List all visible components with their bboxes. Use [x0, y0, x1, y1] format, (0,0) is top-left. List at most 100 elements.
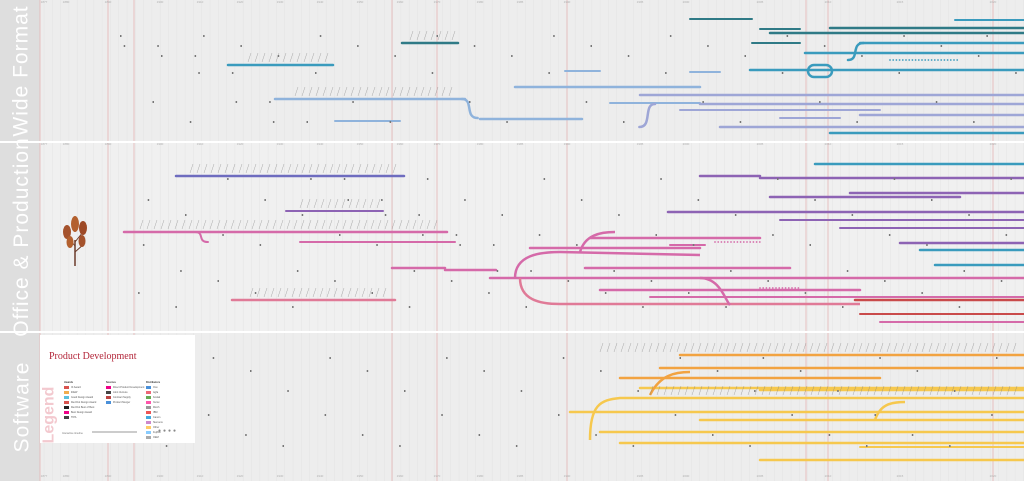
event-label-stroke — [329, 86, 334, 97]
event-label-stroke — [317, 52, 322, 63]
event-label-stroke — [970, 342, 975, 353]
event-marker — [642, 306, 644, 308]
legend-item-label: Kodak — [153, 396, 161, 399]
axis-tick-label: 1950 — [357, 142, 364, 146]
legend-item: Other — [146, 426, 163, 429]
event-marker — [212, 357, 215, 359]
band-wide-format: Wide Format — [0, 0, 1024, 142]
axis-tick-label: 1910 — [197, 474, 204, 478]
event-label-stroke — [340, 287, 345, 298]
axis-tick-label: 1985 — [517, 0, 524, 4]
event-label-stroke — [230, 219, 235, 230]
event-label-stroke — [343, 86, 348, 97]
event-label-stroke — [258, 219, 263, 230]
event-label-stroke — [1012, 342, 1017, 353]
event-marker — [558, 414, 560, 416]
axis-tick-label: 2000 — [683, 474, 690, 478]
event-label-stroke — [726, 385, 731, 396]
axis-tick-label: 1880 — [63, 474, 70, 478]
event-marker — [231, 72, 234, 74]
event-label-stroke — [371, 163, 376, 174]
axis-tick-label: 1980 — [477, 0, 484, 4]
axis-tick-label: 2015 — [897, 142, 904, 146]
axis-tick-label: 1970 — [434, 474, 441, 478]
legend-item: TIPA — [64, 416, 96, 419]
event-label-stroke — [838, 385, 843, 396]
branch-curve — [518, 277, 860, 306]
event-label-stroke — [816, 342, 821, 353]
axis-tick-label: 1890 — [105, 0, 112, 4]
legend-item: Agfa — [146, 391, 163, 394]
axis-tick-label: 2005 — [757, 142, 764, 146]
event-marker — [175, 306, 177, 308]
event-label-stroke — [307, 219, 312, 230]
event-marker — [842, 306, 844, 308]
event-marker — [716, 370, 719, 372]
event-label-stroke — [314, 219, 319, 230]
event-label-stroke — [963, 342, 968, 353]
branch-curve — [588, 396, 1024, 441]
legend-title: Product Development — [49, 351, 137, 362]
event-label-stroke — [312, 287, 317, 298]
event-label-stroke — [251, 219, 256, 230]
event-marker — [940, 45, 943, 47]
event-label-stroke — [256, 287, 261, 298]
event-label-stroke — [188, 219, 193, 230]
event-label-stroke — [347, 287, 352, 298]
legend-markers: ●●●● — [158, 428, 179, 434]
event-label-stroke — [382, 287, 387, 298]
legend-panel: Product Development Legend Awards IF Awa… — [40, 335, 195, 443]
event-label-stroke — [357, 163, 362, 174]
axis-tick-label: 2005 — [757, 0, 764, 4]
axis-tick-label: 1910 — [197, 0, 204, 4]
event-label-stroke — [409, 30, 414, 41]
event-label-stroke — [725, 342, 730, 353]
axis-tick-label: 1960 — [397, 0, 404, 4]
axis-tick-label: 2010 — [825, 142, 832, 146]
event-marker — [194, 55, 197, 57]
event-marker — [478, 434, 481, 436]
event-marker — [707, 45, 709, 47]
axis-tick-label: 1910 — [197, 142, 204, 146]
axis-tick-label: 1995 — [637, 0, 644, 4]
axis-tick-label: 2000 — [683, 0, 690, 4]
legend-item: iNEW — [64, 391, 96, 394]
event-label-stroke — [303, 52, 308, 63]
band-title-wide-format: Wide Format — [10, 5, 33, 137]
dotted-end — [895, 59, 898, 61]
event-label-stroke — [356, 219, 361, 230]
axis-tick-label: 1877 — [41, 142, 48, 146]
event-label-stroke — [289, 52, 294, 63]
axis-tick-label: 2020 — [990, 474, 997, 478]
event-marker — [389, 121, 392, 123]
event-label-stroke — [392, 86, 397, 97]
event-label-stroke — [265, 219, 270, 230]
event-marker — [665, 72, 667, 74]
axis-tick-label: 1985 — [517, 142, 524, 146]
event-marker — [530, 270, 532, 272]
legend-item-label: Red Dot Design Award — [71, 401, 97, 404]
event-label-stroke — [746, 342, 751, 353]
axis-tick-label: 1990 — [564, 142, 571, 146]
event-marker — [384, 214, 387, 216]
event-marker — [762, 357, 765, 359]
legend-distributors-header: Distributors — [146, 381, 161, 384]
legend-swatch — [106, 391, 111, 394]
axis-tick-label: 1970 — [434, 0, 441, 4]
event-label-stroke — [747, 385, 752, 396]
event-label-stroke — [296, 52, 301, 63]
event-label-stroke — [430, 30, 435, 41]
dotted-end — [752, 241, 755, 243]
event-marker — [515, 445, 518, 447]
event-label-stroke — [669, 342, 674, 353]
band-title-software: Software — [10, 361, 33, 452]
event-marker — [152, 101, 154, 103]
event-marker — [361, 434, 364, 436]
axis-tick-label: 1920 — [237, 142, 244, 146]
dotted-end — [781, 287, 784, 289]
branch-curve — [648, 370, 691, 396]
event-marker — [674, 414, 677, 416]
axis-tick-label: 1940 — [317, 0, 324, 4]
